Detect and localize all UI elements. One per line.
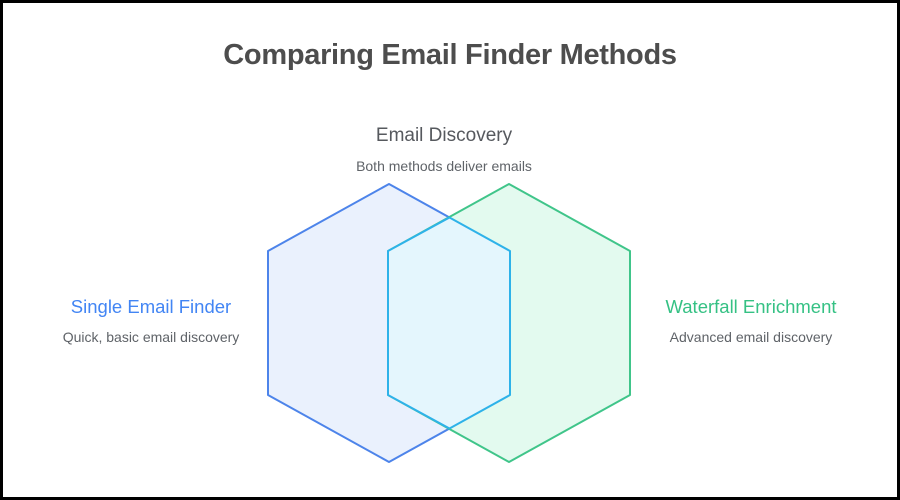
venn-diagram-svg (267, 183, 631, 463)
overlap-caption-subtitle: Both methods deliver emails (356, 158, 532, 174)
overlap-caption-title: Email Discovery (375, 125, 513, 146)
overlap-caption: Email Discovery Both methods deliver ema… (294, 124, 594, 175)
right-caption-subtitle: Advanced email discovery (669, 329, 833, 345)
left-caption-title: Single Email Finder (70, 296, 232, 317)
left-caption: Single Email Finder Quick, basic email d… (21, 295, 281, 346)
left-caption-subtitle: Quick, basic email discovery (62, 329, 240, 345)
right-caption: Waterfall Enrichment Advanced email disc… (621, 295, 881, 346)
hexagon-overlap (387, 216, 511, 430)
page-title: Comparing Email Finder Methods (223, 39, 677, 71)
right-caption-title: Waterfall Enrichment (665, 296, 837, 317)
